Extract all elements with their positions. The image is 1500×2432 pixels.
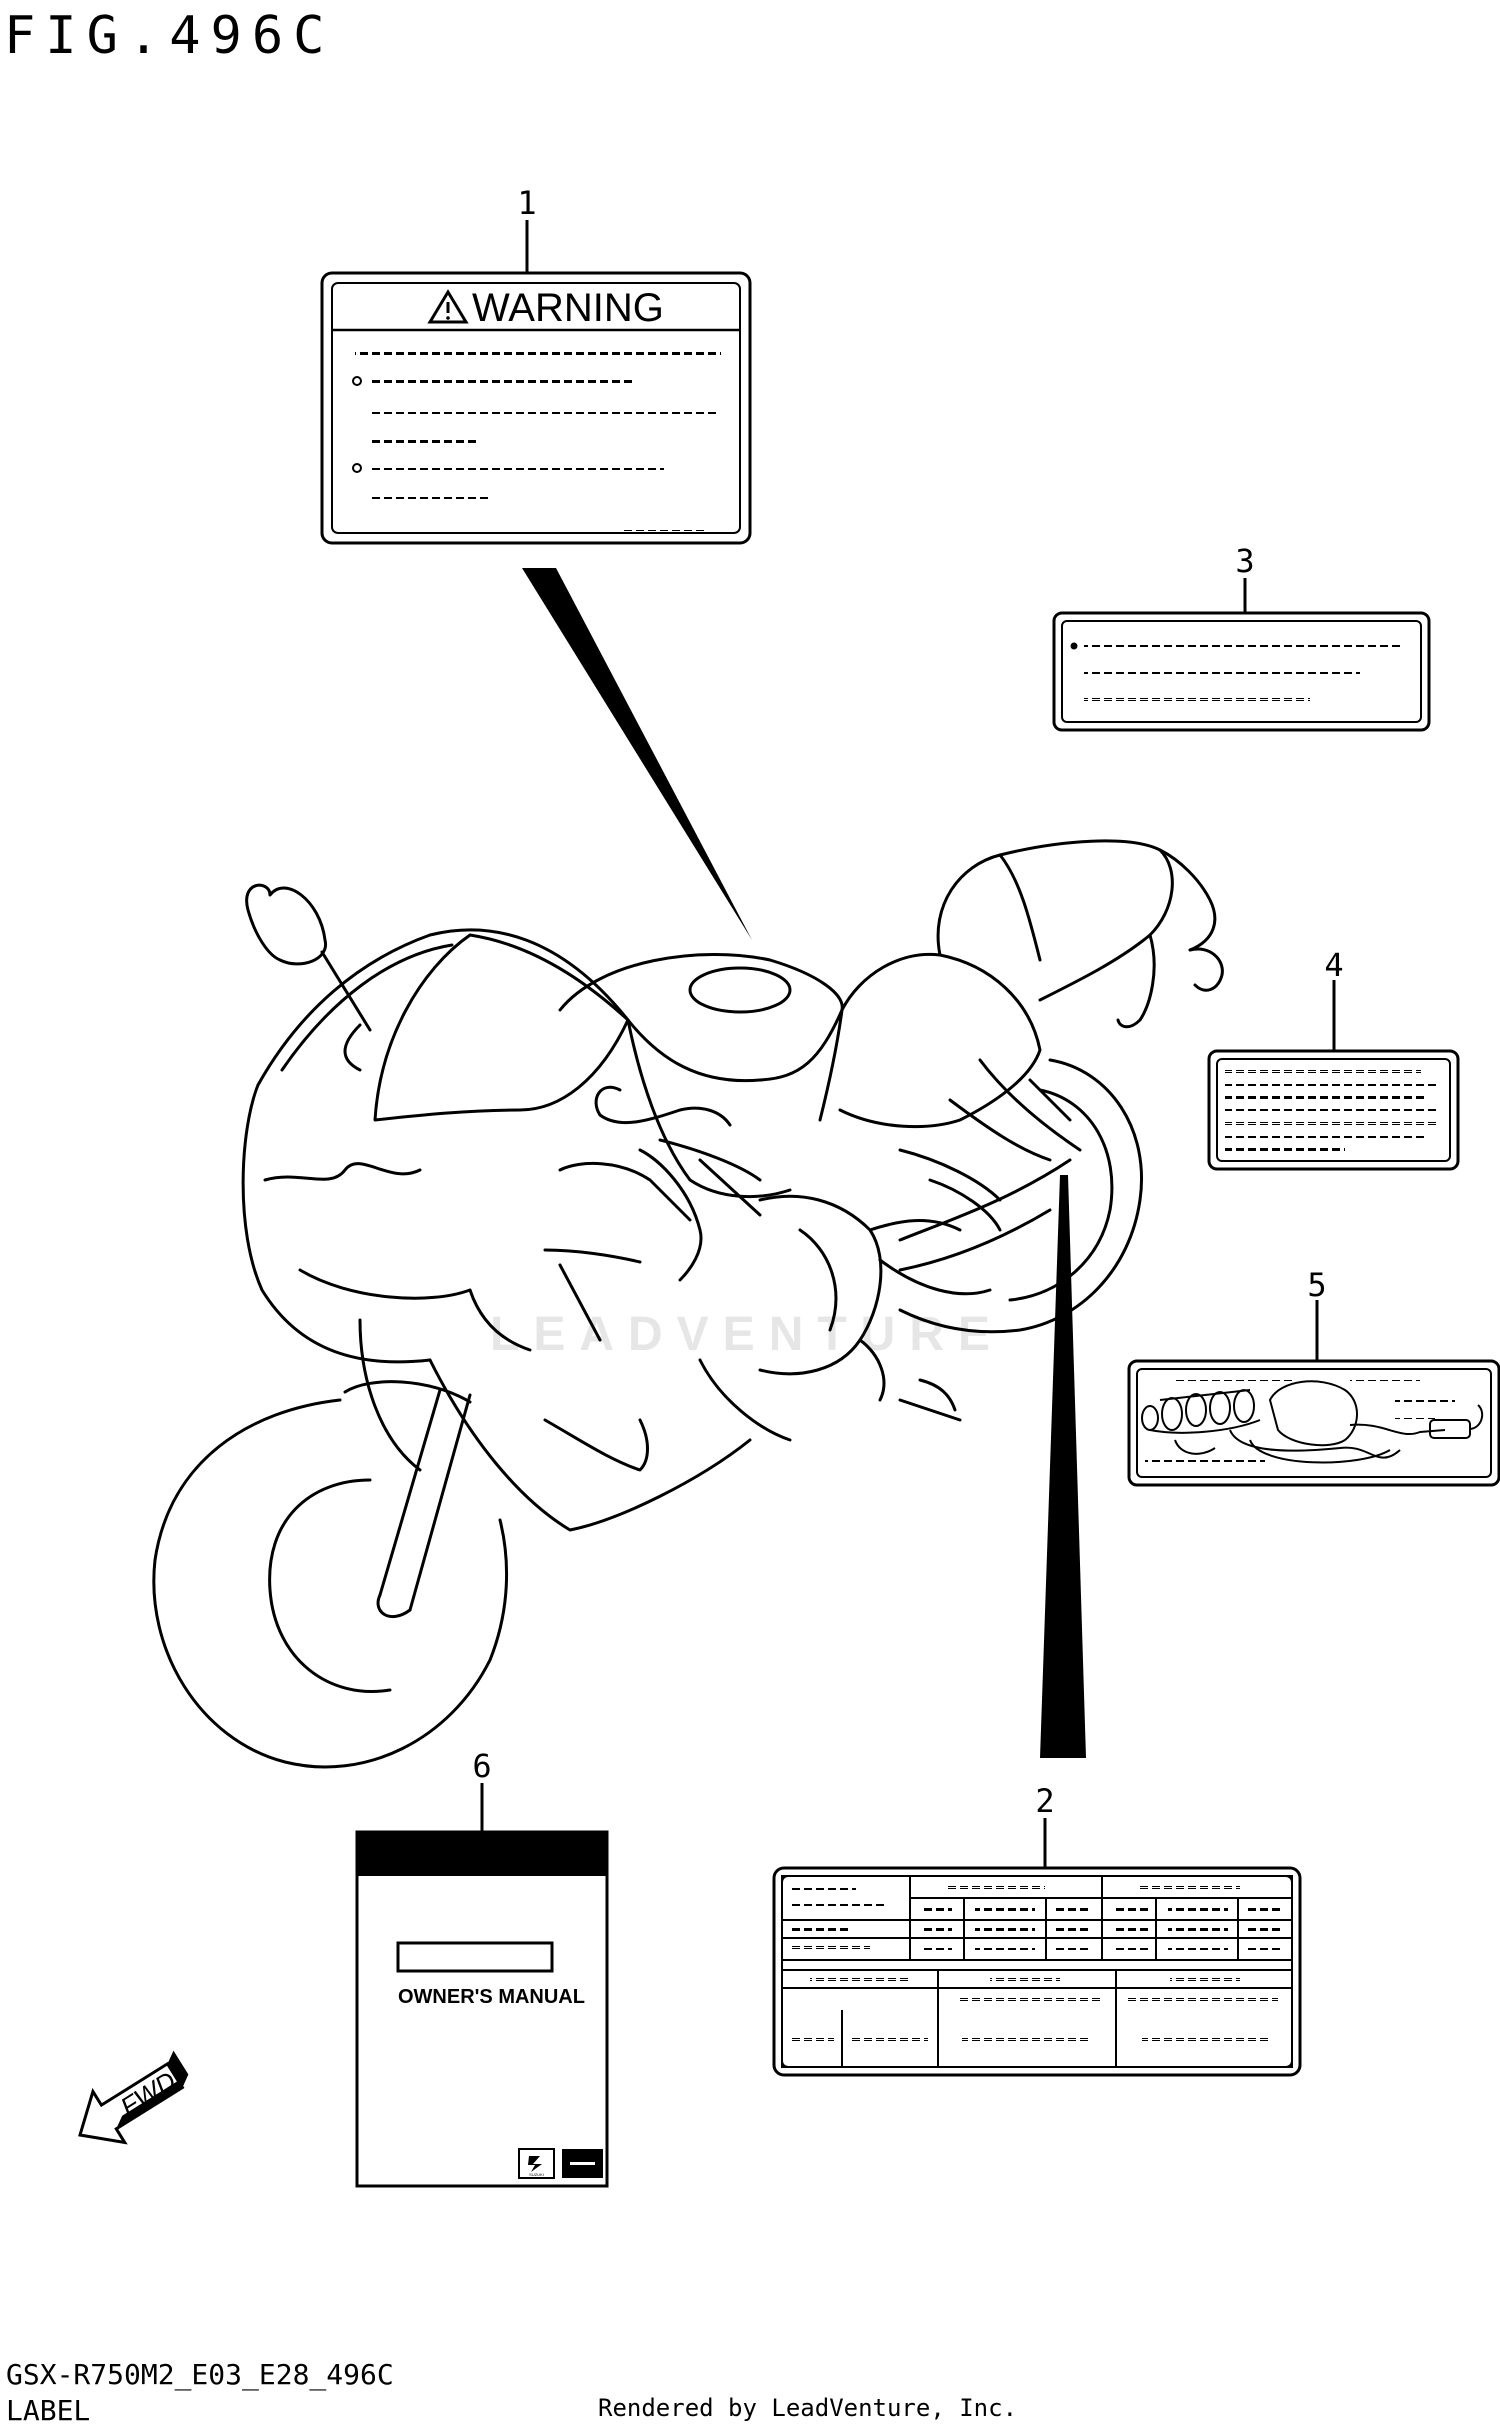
- callout-1: 1: [517, 184, 536, 222]
- label-2-tire-info[interactable]: [772, 1818, 1302, 2077]
- figure-title: FIG.496C: [4, 6, 335, 66]
- suzuki-s-icon: [528, 2156, 542, 2172]
- callout-2: 2: [1035, 1782, 1054, 1820]
- label-1-warning[interactable]: WARNING: [320, 220, 752, 545]
- pointer-wedge-2: [1040, 1175, 1086, 1758]
- label-4[interactable]: [1207, 980, 1460, 1171]
- warning-heading: WARNING: [472, 286, 664, 330]
- figure-code: GSX-R750M2_E03_E28_496C: [6, 2358, 394, 2391]
- manual-brand: SUZUKI: [529, 2172, 544, 2177]
- item-6-owners-manual[interactable]: OWNER'S MANUAL SUZUKI: [355, 1783, 609, 2188]
- callout-5: 5: [1307, 1266, 1326, 1304]
- callout-3: 3: [1235, 542, 1254, 580]
- callout-6: 6: [472, 1747, 491, 1785]
- motorcycle-outline: [152, 839, 1224, 1769]
- label-3[interactable]: [1052, 578, 1431, 732]
- pointer-wedge-1: [522, 568, 752, 940]
- rendered-by: Rendered by LeadVenture, Inc.: [598, 2394, 1018, 2422]
- figure-caption: LABEL: [6, 2394, 91, 2427]
- label-5-hose-routing[interactable]: [1127, 1300, 1500, 1487]
- fwd-arrow-icon: FWD: [78, 2050, 189, 2145]
- manual-title: OWNER'S MANUAL: [398, 1986, 585, 2008]
- callout-4: 4: [1324, 946, 1343, 984]
- warning-triangle-icon: [427, 289, 469, 324]
- watermark-text: LEADVENTURE: [490, 1308, 1004, 1361]
